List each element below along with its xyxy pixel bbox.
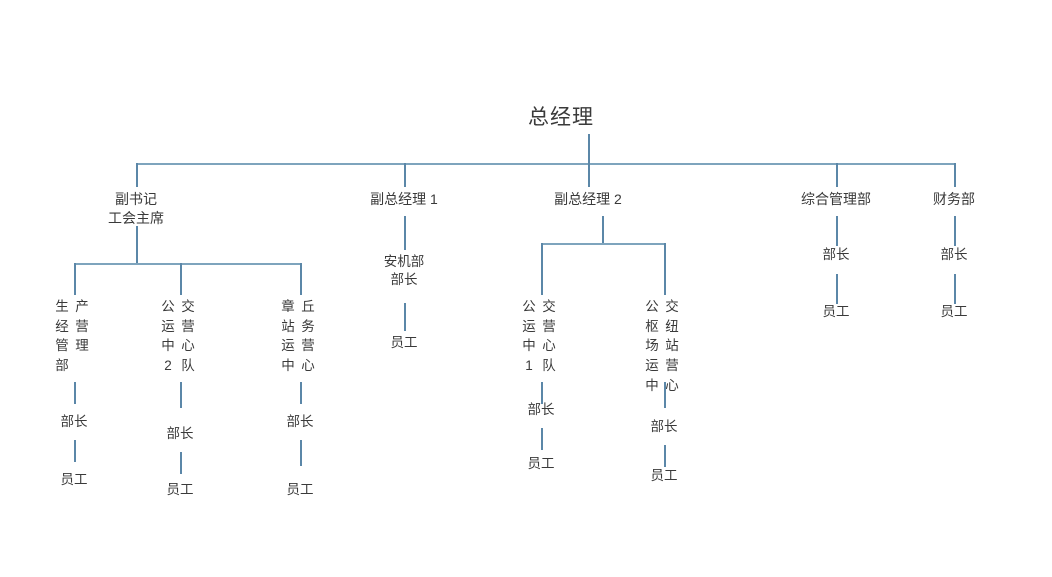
vtext-row: 管理 — [55, 338, 89, 354]
connector-zhangqiu-station-operation-center-head-to-staff — [300, 440, 302, 466]
node-safety-machinery-dept-staff: 员工 — [390, 335, 418, 350]
node-bus-hub-station-operation-center-staff: 员工 — [650, 468, 678, 483]
vtext-row: 枢纽 — [645, 318, 679, 334]
connector-drop-production-operation-management — [74, 263, 76, 295]
vtext-row: 中心 — [281, 358, 315, 374]
connector-bus-operation-center-team2-head-to-staff — [180, 452, 182, 474]
node-deputy-gm-1: 副总经理 1 — [344, 190, 464, 209]
node-bus-operation-center-team1-staff: 员工 — [527, 456, 555, 471]
node-production-operation-management-staff: 员工 — [60, 472, 88, 487]
node-bus-hub-station-operation-center-head: 部长 — [650, 419, 678, 434]
node-root-general-manager: 总经理 — [528, 106, 594, 129]
vtext-row: 场站 — [645, 338, 679, 354]
connector-drop-finance-dept — [954, 163, 956, 187]
node-general-management-dept-head: 部长 — [822, 247, 850, 262]
connector-level1-bus — [136, 163, 955, 165]
connector-zhangqiu-station-operation-center-to-head — [300, 382, 302, 404]
node-production-operation-management: 生产 经营 管理 部 — [52, 297, 92, 376]
vtext-row: 中心 — [161, 338, 195, 354]
node-bus-operation-center-team2-staff: 员工 — [166, 482, 194, 497]
node-deputy-gm-1-line1: 副总经理 1 — [370, 191, 438, 207]
vtext-row: 中心 — [522, 338, 556, 354]
vtext-row: 经营 — [55, 318, 89, 334]
node-finance-dept-line1: 财务部 — [933, 191, 975, 207]
node-safety-machinery-dept-line2: 部长 — [390, 272, 418, 288]
vtext-row: 运营 — [645, 358, 679, 374]
node-bus-operation-center-team1-head: 部长 — [527, 402, 555, 417]
node-bus-operation-center-team2-head: 部长 — [166, 426, 194, 441]
connector-general-management-dept-to-head — [836, 216, 838, 246]
node-general-management-dept-staff: 员工 — [822, 304, 850, 319]
node-zhangqiu-station-operation-center-staff: 员工 — [286, 482, 314, 497]
node-deputy-secretary-line1: 副书记 — [115, 191, 157, 207]
connector-deputy-secretary-stem — [136, 226, 138, 264]
vtext-row: 公交 — [645, 299, 679, 314]
connector-drop-deputy-gm-1 — [404, 163, 406, 187]
node-finance-dept-staff: 员工 — [940, 304, 968, 319]
connector-drop-zhangqiu-station-operation-center — [300, 263, 302, 295]
vtext-row: 生产 — [55, 299, 89, 314]
vtext-row: 章丘 — [281, 299, 315, 314]
connector-finance-dept-to-head — [954, 216, 956, 246]
node-safety-machinery-dept: 安机部 部长 — [354, 253, 454, 289]
node-safety-machinery-dept-line1: 安机部 — [383, 254, 425, 269]
connector-bus-hub-station-operation-center-head-to-staff — [664, 445, 666, 467]
connector-production-operation-management-to-head — [74, 382, 76, 404]
node-finance-dept-head: 部长 — [940, 247, 968, 262]
node-deputy-gm-2-line1: 副总经理 2 — [554, 191, 622, 207]
connector-bus-operation-center-team1-head-to-staff — [541, 428, 543, 450]
connector-root-stem — [588, 134, 590, 164]
vtext-row: 运营 — [161, 318, 195, 334]
connector-deputy-gm-2-stem — [602, 216, 604, 244]
connector-drop-bus-operation-center-team2 — [180, 263, 182, 295]
vtext-row: 公交 — [161, 299, 195, 314]
connector-bus-operation-center-team1-to-head — [541, 382, 543, 404]
connector-production-operation-management-head-to-staff — [74, 440, 76, 462]
vtext-row: 运营 — [522, 318, 556, 334]
vtext-row: 运营 — [281, 338, 315, 354]
connector-deputy-gm-1-stem — [404, 216, 406, 250]
connector-drop-bus-operation-center-team1 — [541, 243, 543, 295]
connector-drop-deputy-gm-2 — [588, 163, 590, 187]
connector-drop-general-management-dept — [836, 163, 838, 187]
vtext-row: 部 — [55, 358, 69, 374]
connector-bus-hub-station-operation-center-to-head — [664, 382, 666, 408]
vtext-row: 公交 — [522, 299, 556, 314]
connector-bus-operation-center-team2-to-head — [180, 382, 182, 408]
vtext-row: 中心 — [645, 377, 679, 393]
node-deputy-gm-2: 副总经理 2 — [528, 190, 648, 209]
node-finance-dept: 财务部 — [894, 190, 1014, 209]
vtext-row: 站务 — [281, 318, 315, 334]
connector-drop-bus-hub-station-operation-center — [664, 243, 666, 295]
node-general-management-dept-line1: 综合管理部 — [801, 191, 871, 207]
node-deputy-secretary-line2: 工会主席 — [108, 209, 164, 226]
connector-safety-machinery-dept-to-staff — [404, 303, 406, 331]
connector-general-management-dept-head-to-staff — [836, 274, 838, 304]
connector-deputy-secretary-bus — [74, 263, 301, 265]
node-bus-hub-station-operation-center: 公交 枢纽 场站 运营 中心 — [642, 297, 682, 396]
connector-drop-deputy-secretary — [136, 163, 138, 187]
node-deputy-secretary: 副书记 工会主席 — [76, 190, 196, 228]
node-zhangqiu-station-operation-center: 章丘 站务 运营 中心 — [278, 297, 318, 376]
connector-finance-dept-head-to-staff — [954, 274, 956, 304]
connector-deputy-gm-2-bus — [541, 243, 665, 245]
node-general-management-dept: 综合管理部 — [766, 190, 906, 209]
node-zhangqiu-station-operation-center-head: 部长 — [286, 414, 314, 429]
node-production-operation-management-head: 部长 — [60, 414, 88, 429]
